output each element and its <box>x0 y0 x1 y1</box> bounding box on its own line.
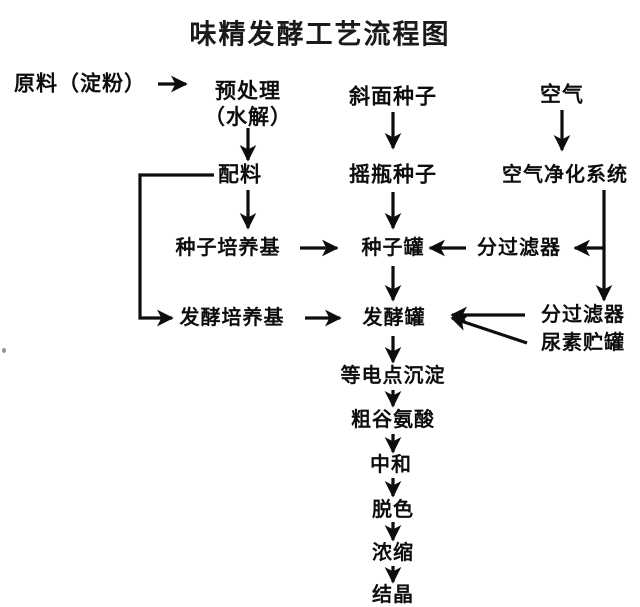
node-raw-material: 原料（淀粉） <box>14 71 146 96</box>
page-title: 味精发酵工艺流程图 <box>189 19 451 51</box>
node-ferment-tank: 发酵罐 <box>362 305 426 330</box>
node-air-purification: 空气净化系统 <box>502 162 628 187</box>
node-seed-medium: 种子培养基 <box>175 235 281 260</box>
node-air: 空气 <box>540 82 584 107</box>
node-slant-seed: 斜面种子 <box>349 84 437 109</box>
node-ferment-filter: 分过滤器 <box>541 302 625 327</box>
node-pretreatment-line2: （水解） <box>204 105 292 129</box>
node-ferment-medium: 发酵培养基 <box>179 305 285 330</box>
edge-urea-to-ferment-tank <box>450 314 528 345</box>
node-concentration: 浓缩 <box>372 540 414 565</box>
node-neutralization: 中和 <box>370 452 412 477</box>
node-shake-flask-seed: 摇瓶种子 <box>349 162 437 187</box>
node-urea-tank: 尿素贮罐 <box>541 330 625 355</box>
node-batching: 配料 <box>218 162 262 187</box>
scan-speck <box>2 348 6 353</box>
node-seed-filter: 分过滤器 <box>477 235 561 260</box>
node-pretreatment-line1: 预处理 <box>215 78 281 103</box>
node-crystallization: 结晶 <box>372 582 414 607</box>
node-pretreatment: 预处理 （水解） <box>204 78 292 131</box>
node-crude-glutamic-acid: 粗谷氨酸 <box>351 407 435 432</box>
node-decolorization: 脱色 <box>372 497 414 522</box>
node-seed-tank: 种子罐 <box>361 235 425 260</box>
node-isoelectric-precipitation: 等电点沉淀 <box>340 363 446 388</box>
